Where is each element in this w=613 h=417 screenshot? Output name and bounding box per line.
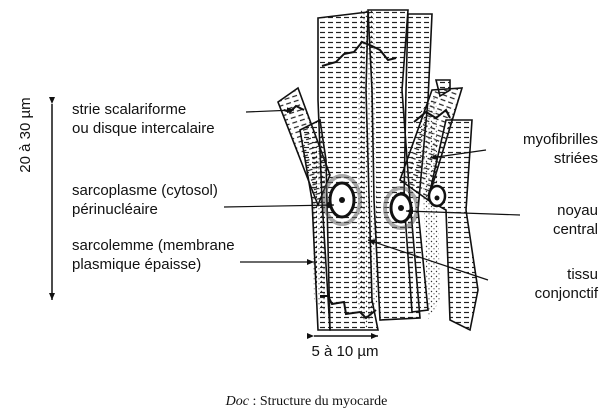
label-strie-line1: strie scalariforme — [72, 101, 187, 118]
label-tissu-conjonctif: tissu conjonctif — [500, 265, 598, 303]
label-noyau-line2: central — [552, 221, 598, 238]
label-sarcolemme-line1: sarcolemme (membrane — [72, 237, 235, 254]
label-tissu-line2: conjonctif — [534, 285, 598, 302]
label-sarcoplasme-line2: périnucléaire — [72, 201, 158, 218]
label-myofibrilles: myofibrilles striées — [490, 130, 598, 168]
leader-lines — [223, 107, 521, 281]
label-strie-scalariforme: strie scalariforme ou disque intercalair… — [72, 100, 215, 138]
label-sarcolemme: sarcolemme (membrane plasmique épaisse) — [72, 236, 235, 274]
label-myofibrilles-line1: myofibrilles — [522, 131, 598, 148]
cardiac-fibers — [277, 9, 479, 332]
label-noyau: noyau central — [520, 201, 598, 239]
figure-caption: Doc : Structure du myocarde — [0, 394, 613, 410]
caption-text: : Structure du myocarde — [248, 394, 388, 409]
height-dimension-label: 20 à 30 µm — [17, 97, 34, 173]
label-myofibrilles-line2: striées — [553, 150, 598, 167]
width-dimension-label: 5 à 10 µm — [311, 343, 379, 360]
label-sarcoplasme-line1: sarcoplasme (cytosol) — [72, 182, 218, 199]
caption-prefix: Doc — [225, 394, 249, 409]
label-noyau-line1: noyau — [557, 202, 598, 219]
label-tissu-line1: tissu — [567, 266, 598, 283]
nuclei — [322, 174, 447, 230]
label-sarcolemme-line2: plasmique épaisse) — [72, 256, 202, 273]
label-strie-line2: ou disque intercalaire — [72, 120, 215, 137]
label-sarcoplasme: sarcoplasme (cytosol) périnucléaire — [72, 181, 218, 219]
